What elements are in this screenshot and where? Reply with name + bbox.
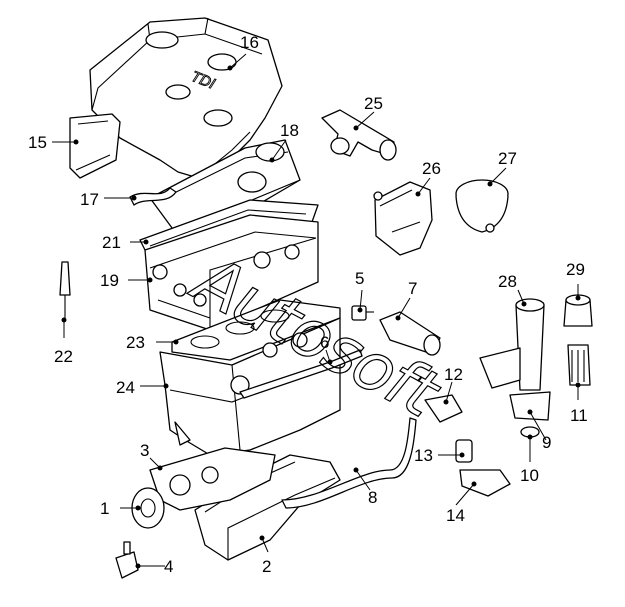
label-9: 9 [542,433,551,452]
label-24: 24 [116,378,135,397]
label-28: 28 [498,272,517,291]
label-12: 12 [444,365,463,384]
label-3: 3 [140,441,149,460]
engine-mount [455,439,473,463]
oil-level-sender [115,541,139,579]
coolant-flange [379,311,441,356]
label-29: 29 [566,260,585,279]
hose [281,417,417,509]
label-11: 11 [570,406,588,425]
label-8: 8 [368,488,377,507]
temperature-sensor [351,305,374,321]
label-5: 5 [355,269,364,288]
cylinder-head-cover [149,139,301,233]
label-7: 7 [408,279,417,298]
diaphragm-unit [455,179,509,233]
bracket [424,394,463,423]
vacuum-pump [373,181,433,256]
part-number-labels: 1 2 3 4 5 6 7 8 9 10 11 12 13 14 15 16 1… [28,33,588,576]
label-16: 16 [240,33,259,52]
label-15: 15 [28,133,47,152]
breather-hose [129,187,177,206]
label-13: 13 [414,446,433,465]
label-25: 25 [364,94,383,113]
oil-filter [567,344,591,386]
t-connector [321,109,397,161]
label-6: 6 [320,333,329,352]
leader-lines [52,53,581,569]
label-4: 4 [164,557,173,576]
label-21: 21 [102,233,121,252]
glow-plug [59,261,71,320]
label-18: 18 [280,121,299,140]
label-10: 10 [520,466,539,485]
cylinder-head [144,214,319,331]
label-22: 22 [54,347,73,366]
label-26: 26 [422,159,441,178]
heat-shield [69,113,121,179]
oil-filter-housing [479,298,551,421]
engine-block [159,317,341,456]
label-2: 2 [262,557,271,576]
label-14: 14 [446,506,465,525]
label-23: 23 [126,333,145,352]
label-17: 17 [80,190,99,209]
label-1: 1 [100,499,109,518]
label-19: 19 [100,271,119,290]
mount-bracket [459,469,511,497]
oil-pump [149,447,276,511]
label-27: 27 [498,149,517,168]
